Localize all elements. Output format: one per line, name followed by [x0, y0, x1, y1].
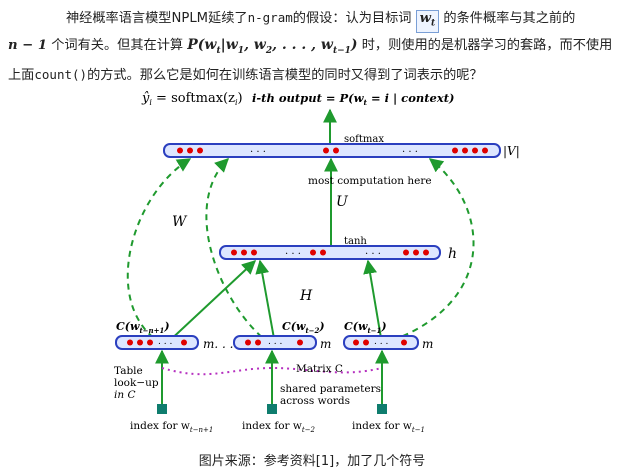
softmax-output-layer: . . . . . . [163, 143, 501, 158]
index-label-1: index for wt−n+1 [130, 420, 213, 434]
C-context1-label: C(wt−n+1) [116, 320, 170, 335]
nplm-architecture-diagram: ŷi = softmax(zi) i-th output = P(wt = i … [114, 91, 520, 434]
index-box-3 [377, 404, 387, 414]
U-label: U [336, 194, 349, 210]
matrix-C-label: Matrix C [296, 363, 343, 375]
embedding-vector-3: . . . [343, 335, 419, 350]
inline-code-count: count() [34, 66, 88, 82]
highlighted-target-word: wt [415, 10, 440, 33]
computation-label: most computation here [308, 175, 432, 187]
math-n-minus-1: n − 1 [8, 37, 47, 53]
output-label: i-th output = P(wt = i | context) [252, 91, 454, 107]
text-segment: 个词有关。但其在计算 [47, 37, 188, 53]
svg-text:. . .: . . . [374, 337, 388, 347]
C-context2-label: C(wt−2) [282, 320, 325, 335]
svg-text:. . .: . . . [285, 246, 301, 257]
embedding-vector-2: . . . [233, 335, 317, 350]
svg-text:. . .: . . . [268, 337, 282, 347]
intro-paragraph: 神经概率语言模型NPLM延续了n-gram的假设：认为目标词 wt 的条件概率与… [8, 6, 616, 88]
h-label: h [448, 246, 457, 262]
text-segment: 的条件概率与其之前的 [439, 11, 576, 26]
svg-text:. . .: . . . [402, 144, 418, 155]
index-box-1 [157, 404, 167, 414]
m-label-2: m [320, 337, 331, 351]
text-segment: 的方式。那么它是如何在训练语言模型的同时又得到了词表示的呢？ [87, 67, 483, 83]
index-label-3: index for wt−1 [352, 420, 425, 434]
m-dots-label: m. . . [203, 337, 233, 351]
tanh-label: tanh [344, 236, 367, 247]
math-probability: P(wt|w1, w2, . . . , wt−1) [187, 36, 358, 56]
svg-text:. . .: . . . [250, 144, 266, 155]
svg-text:. . .: . . . [158, 337, 172, 347]
svg-text:. . .: . . . [365, 246, 381, 257]
C-context3-label: C(wt−1) [344, 320, 387, 335]
inline-code-ngram: n-gram [247, 10, 293, 25]
W-label: W [172, 214, 188, 230]
softmax-label: softmax [344, 134, 384, 145]
m-label-3: m [422, 337, 433, 351]
softmax-formula: ŷi = softmax(zi) [141, 91, 243, 107]
index-box-2 [267, 404, 277, 414]
index-label-2: index for wt−2 [242, 420, 316, 434]
hidden-tanh-layer: . . . . . . [219, 245, 441, 260]
text-segment: 神经概率语言模型NPLM延续了 [66, 11, 248, 26]
text-segment: 的假设：认为目标词 [292, 11, 416, 26]
text-segment: 时，则使用的是机器学习的套路，而不使用上面 [8, 37, 613, 83]
vocab-size-label: |V| [503, 144, 520, 158]
embedding-vector-1: . . . [115, 335, 199, 350]
H-label: H [299, 288, 313, 304]
figure-caption: 图片来源：参考资料[1]，加了几个符号 [198, 454, 426, 469]
